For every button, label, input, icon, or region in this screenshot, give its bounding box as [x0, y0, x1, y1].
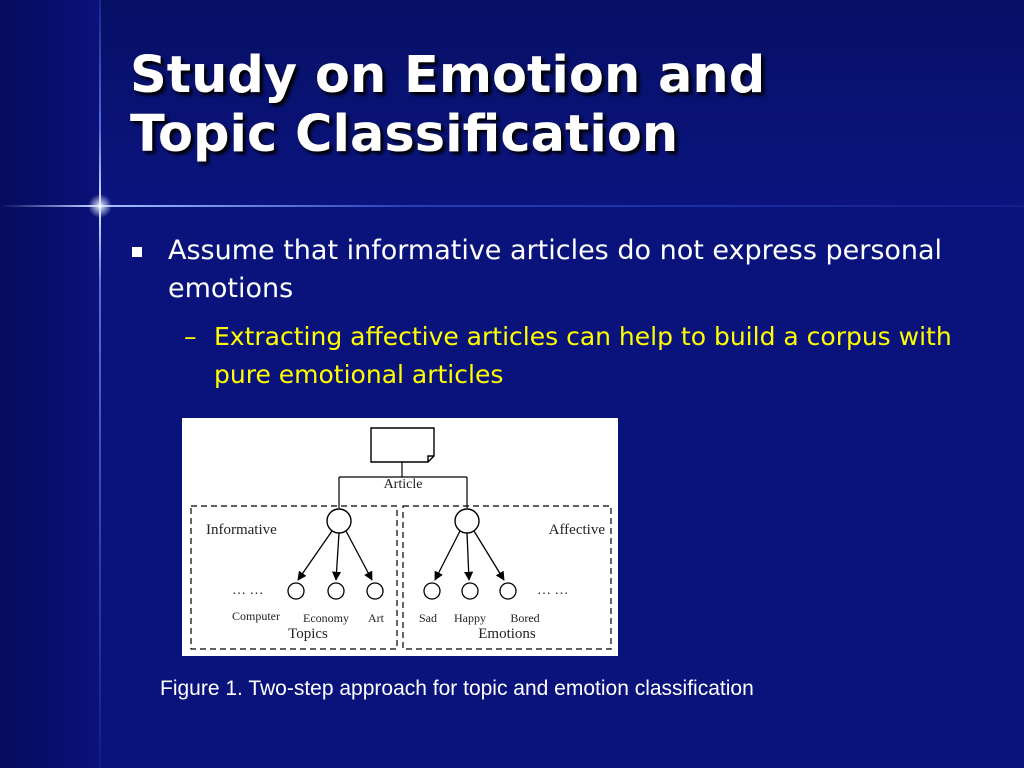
emotions-label: Emotions: [478, 626, 536, 642]
leaf-node-bored: [499, 582, 517, 600]
informative-label: Informative: [206, 522, 277, 538]
leaf-label-computer: Computer: [232, 609, 280, 623]
affective-label: Affective: [549, 522, 606, 538]
bullet-item: Assume that informative articles do not …: [132, 232, 972, 308]
decorative-horizontal-line: [0, 205, 1024, 207]
left-band: [0, 0, 100, 768]
diagram-svg: Article Informative Affective: [190, 427, 612, 650]
topics-ellipsis: … …: [232, 583, 264, 598]
title-line-2: Topic Classification: [130, 105, 679, 164]
leaf-label-sad: Sad: [419, 611, 437, 625]
affective-group-box: [402, 505, 612, 650]
leaf-node-happy: [461, 582, 479, 600]
leaf-label-art: Art: [368, 611, 385, 625]
decorative-vertical-line: [99, 0, 101, 768]
leaf-label-bored: Bored: [510, 611, 539, 625]
slide-title: Study on Emotion and Topic Classificatio…: [130, 46, 990, 164]
affective-node: [454, 508, 480, 534]
sub-bullet-text: Extracting affective articles can help t…: [214, 322, 952, 389]
branch-arrows: [297, 530, 505, 581]
leaf-node-computer: [287, 582, 305, 600]
square-bullet-icon: [132, 247, 142, 257]
sub-bullet-item: – Extracting affective articles can help…: [184, 318, 984, 394]
leaf-node-sad: [423, 582, 441, 600]
sparkle-icon: [88, 194, 112, 218]
classification-diagram: Article Informative Affective: [182, 418, 618, 656]
bullet-text: Assume that informative articles do not …: [168, 235, 943, 304]
dash-bullet-marker: –: [184, 322, 197, 351]
title-line-1: Study on Emotion and: [130, 46, 766, 105]
title-band: [0, 0, 1024, 206]
leaf-node-economy: [327, 582, 345, 600]
topics-label: Topics: [288, 626, 328, 642]
emotions-ellipsis: … …: [537, 583, 569, 598]
leaf-label-happy: Happy: [454, 611, 486, 625]
informative-node: [326, 508, 352, 534]
leaf-label-economy: Economy: [303, 611, 349, 625]
root-connectors: [338, 462, 468, 508]
article-label: Article: [384, 477, 423, 492]
informative-group-box: [190, 505, 398, 650]
figure-caption: Figure 1. Two-step approach for topic an…: [160, 677, 754, 700]
leaf-node-art: [366, 582, 384, 600]
document-icon: [370, 427, 435, 463]
